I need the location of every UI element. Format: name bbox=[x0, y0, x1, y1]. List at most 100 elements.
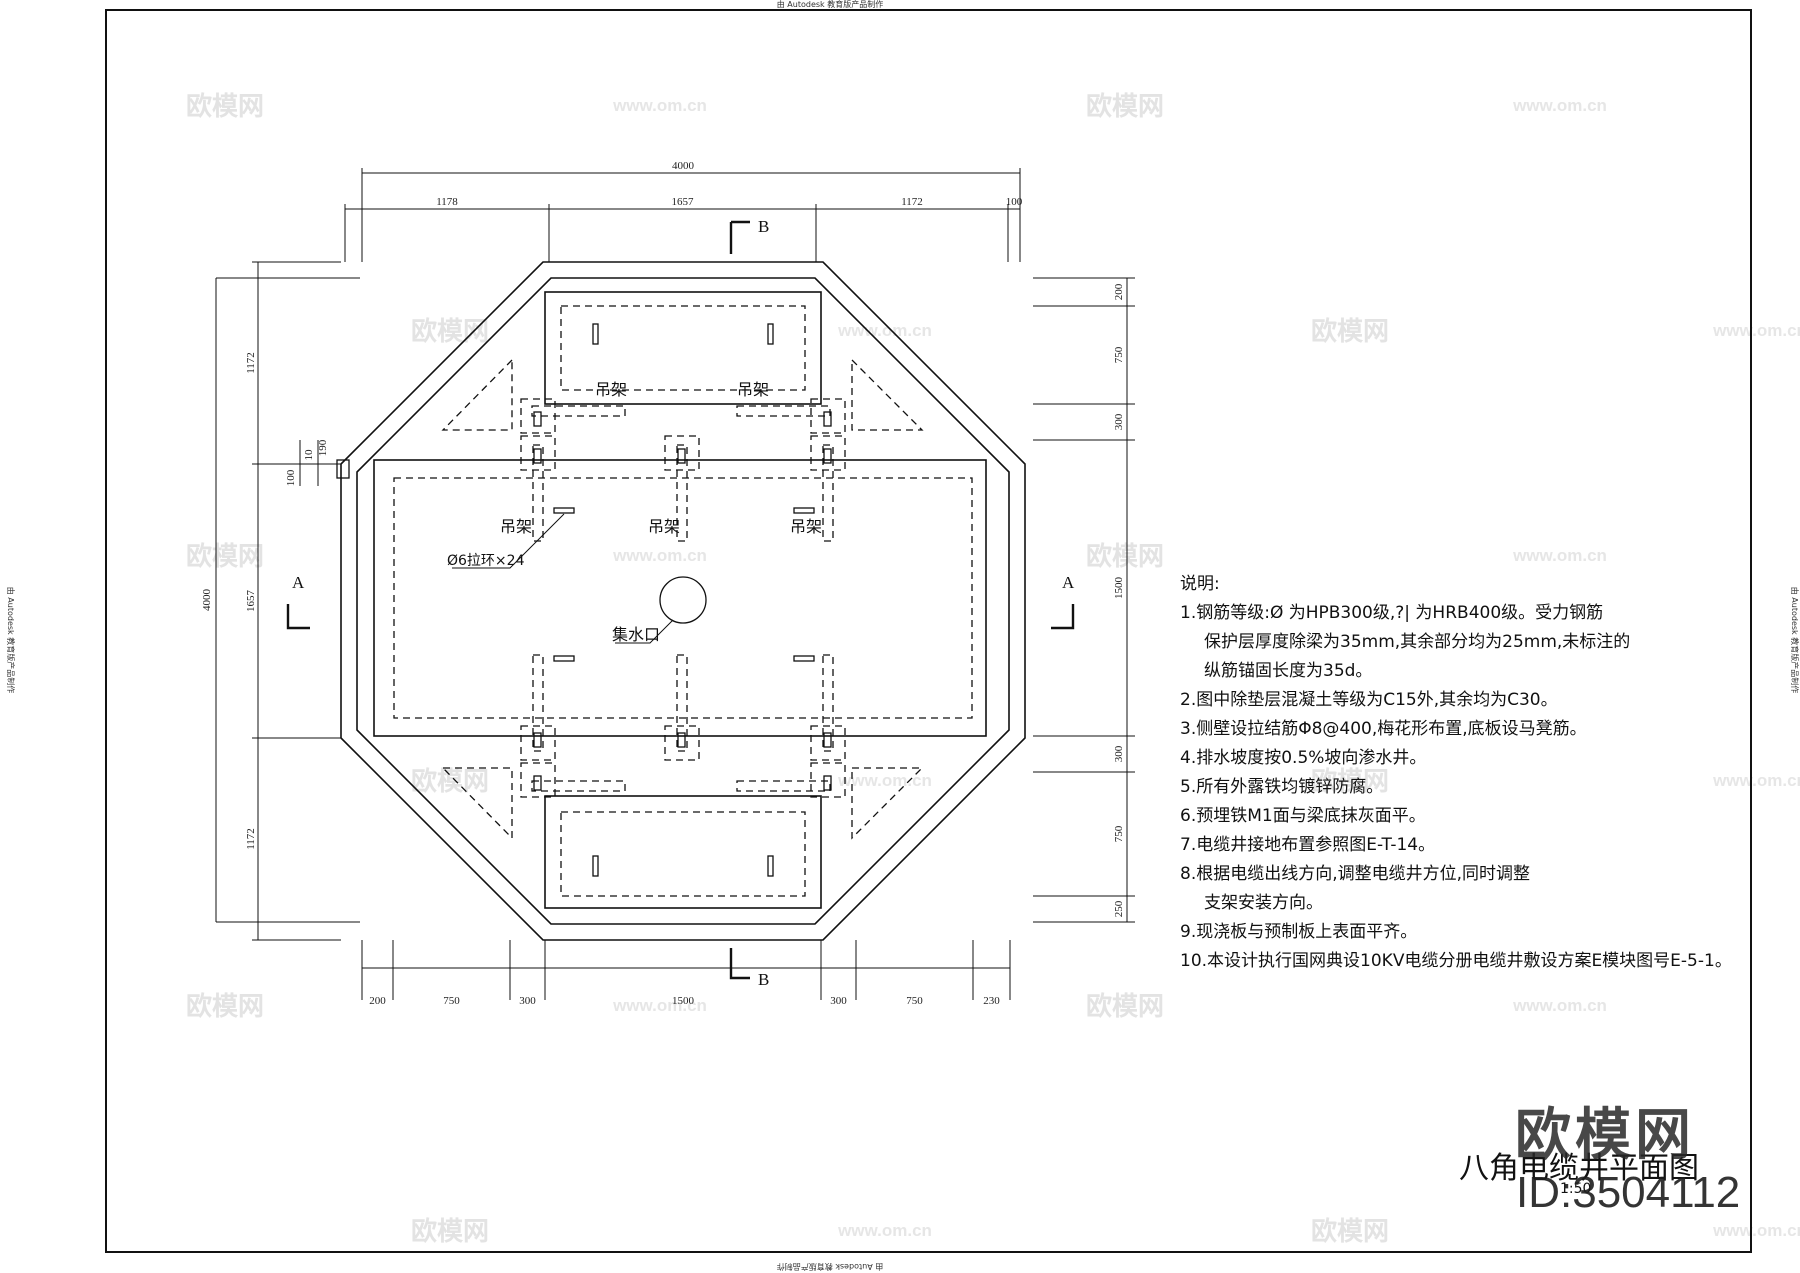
dimension-value: 100 bbox=[1006, 196, 1023, 208]
middle-dashed-rect bbox=[393, 477, 973, 719]
sump-leader bbox=[615, 619, 674, 644]
watermark-tile-text: 欧模网 bbox=[411, 766, 489, 797]
lifting-ring bbox=[767, 855, 774, 877]
embed-plate bbox=[520, 725, 556, 761]
dimension-value: 1500 bbox=[1113, 577, 1125, 600]
lifting-ring bbox=[677, 732, 686, 748]
note-line: 3.侧壁设拉结筋Φ8@400,梅花形布置,底板设马凳筋。 bbox=[1180, 719, 1587, 739]
watermark-tile-url: www.om.cn bbox=[1712, 771, 1800, 790]
wall-step bbox=[336, 459, 350, 479]
dimension-value: 250 bbox=[1113, 900, 1125, 917]
lifting-ring bbox=[533, 411, 542, 427]
rebar-ring-label: Ø6拉环×24 bbox=[447, 553, 525, 569]
dimension-value: 4000 bbox=[201, 589, 213, 612]
watermark-tile-text: 欧模网 bbox=[186, 91, 264, 122]
hanger-rail bbox=[531, 405, 626, 417]
embed-plate bbox=[664, 725, 700, 761]
dimension-value: 1172 bbox=[245, 828, 257, 850]
note-line: 保护层厚度除梁为35mm,其余部分均为25mm,未标注的 bbox=[1204, 632, 1631, 652]
watermark-tile-text: 欧模网 bbox=[411, 1216, 489, 1247]
dimension-value: 1172 bbox=[245, 352, 257, 374]
dimension-value: 230 bbox=[983, 995, 1000, 1007]
watermark-tile-text: 欧模网 bbox=[411, 316, 489, 347]
hanger-rail-vertical bbox=[676, 654, 688, 752]
section-label-a-left: A bbox=[292, 573, 305, 592]
rebar-leader bbox=[452, 513, 565, 569]
dimension-value: 1172 bbox=[901, 196, 923, 208]
watermark-tile-url: www.om.cn bbox=[1512, 96, 1607, 115]
watermark-tile-text: 欧模网 bbox=[186, 541, 264, 572]
dimension-value: 1657 bbox=[672, 196, 695, 208]
watermark-tile-url: www.om.cn bbox=[837, 1221, 932, 1240]
hanger-label: 吊架 bbox=[790, 517, 822, 536]
dimension-value: 750 bbox=[443, 995, 460, 1007]
hanger-label: 吊架 bbox=[648, 517, 680, 536]
embed-plate bbox=[810, 725, 846, 761]
section-mark-b-bottom bbox=[729, 948, 750, 980]
edu-stamp-left: 由 Autodesk 教育版产品制作 bbox=[6, 587, 16, 693]
dimension-value: 300 bbox=[519, 995, 536, 1007]
dimension-value: 750 bbox=[1113, 825, 1125, 842]
watermark-tile-url: www.om.cn bbox=[1512, 546, 1607, 565]
embed-plate bbox=[810, 398, 846, 434]
lifting-ring bbox=[767, 323, 774, 345]
middle-opening bbox=[373, 459, 987, 737]
watermark-tile-url: www.om.cn bbox=[1512, 996, 1607, 1015]
lifting-ring bbox=[592, 323, 599, 345]
lifting-ring bbox=[533, 775, 542, 791]
watermark-tile-text: 欧模网 bbox=[1086, 991, 1164, 1022]
dimension-value: 200 bbox=[369, 995, 386, 1007]
lifting-ring bbox=[823, 775, 832, 791]
watermark-tile-url: www.om.cn bbox=[612, 996, 707, 1015]
dimension-value: 1178 bbox=[436, 196, 458, 208]
dimension-value: 10 bbox=[303, 449, 315, 461]
watermark-tiles: 欧模网 www.om.cn 欧模网 www.om.cn 欧模网 www.om.cn 欧模网 w… bbox=[186, 91, 1800, 1247]
lifting-ring bbox=[823, 448, 832, 464]
dimension-lines bbox=[215, 168, 1135, 1000]
corner-triangle-tl bbox=[441, 358, 513, 431]
note-line: 6.预埋铁M1面与梁底抹灰面平。 bbox=[1180, 806, 1426, 826]
section-mark-a-left bbox=[286, 604, 310, 630]
top-dashed-rect bbox=[560, 305, 806, 391]
note-line: 9.现浇板与预制板上表面平齐。 bbox=[1180, 922, 1418, 942]
drawing-scale: 1:50 bbox=[1560, 1181, 1592, 1197]
embed-plate bbox=[810, 762, 846, 798]
note-line: 5.所有外露铁均镀锌防腐。 bbox=[1180, 777, 1384, 797]
note-line: 4.排水坡度按0.5%坡向渗水井。 bbox=[1180, 748, 1427, 768]
hanger-rail bbox=[736, 780, 831, 792]
embed-plate bbox=[520, 762, 556, 798]
watermark-tile-text: 欧模网 bbox=[1086, 91, 1164, 122]
watermark-id: ID:3504112 bbox=[1516, 1168, 1741, 1217]
drawing-frame bbox=[105, 9, 1752, 1253]
lifting-ring bbox=[533, 732, 542, 748]
hanger-rail-vertical bbox=[676, 444, 688, 542]
dimension-value: 100 bbox=[285, 469, 297, 486]
inner-octagon-wall bbox=[356, 277, 1010, 925]
note-line: 7.电缆井接地布置参照图E-T-14。 bbox=[1180, 835, 1436, 855]
design-notes: 说明: 1.钢筋等级:Ø 为HPB300级,?| 为HRB400级。受力钢筋保护… bbox=[1180, 570, 1740, 976]
hanger-rail bbox=[736, 405, 831, 417]
drawing-title: 八角电缆井平面图 bbox=[1459, 1151, 1699, 1186]
dimension-text: 4000 1178 1657 1172 100 200 750 300 1500 300 750 23… bbox=[201, 160, 1125, 1007]
watermark-tile-text: 欧模网 bbox=[1311, 316, 1389, 347]
dimension-value: 300 bbox=[1113, 413, 1125, 430]
corner-triangle-tr bbox=[851, 358, 924, 431]
embed-plate bbox=[810, 435, 846, 471]
lifting-ring bbox=[533, 448, 542, 464]
sump-label: 集水口 bbox=[612, 625, 660, 644]
notes-title: 说明: bbox=[1180, 574, 1220, 594]
dimension-value: 750 bbox=[906, 995, 923, 1007]
watermark-tile-url: www.om.cn bbox=[837, 321, 932, 340]
sump-circle bbox=[659, 576, 707, 624]
lifting-ring bbox=[823, 732, 832, 748]
note-line: 1.钢筋等级:Ø 为HPB300级,?| 为HRB400级。受力钢筋 bbox=[1180, 603, 1604, 623]
hanger-label: 吊架 bbox=[500, 517, 532, 536]
embed-plate bbox=[664, 435, 700, 471]
watermark-tile-text: 欧模网 bbox=[1311, 1216, 1389, 1247]
section-label-b-top: B bbox=[758, 217, 769, 236]
edu-stamp-right: 由 Autodesk 教育版产品制作 bbox=[1790, 587, 1800, 693]
dimension-value: 1500 bbox=[672, 995, 695, 1007]
note-line: 10.本设计执行国网典设10KV电缆分册电缆井敷设方案E模块图号E-5-1。 bbox=[1180, 951, 1732, 971]
note-line: 纵筋锚固长度为35d。 bbox=[1204, 661, 1373, 681]
lifting-ring bbox=[553, 507, 575, 514]
